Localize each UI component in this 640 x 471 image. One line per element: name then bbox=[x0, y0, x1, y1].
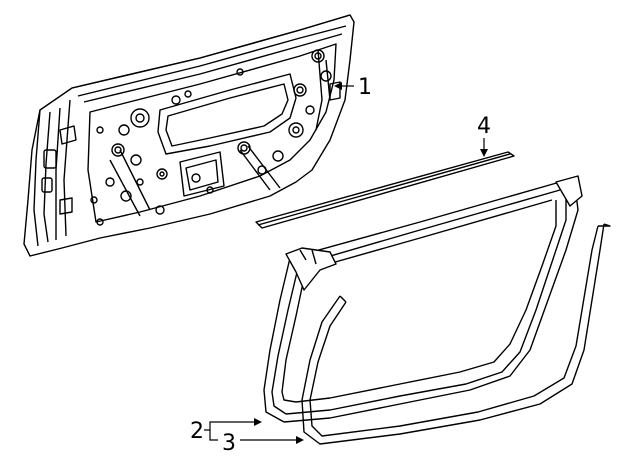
callout-3: 3 bbox=[222, 431, 236, 456]
door-frame-seal bbox=[263, 175, 583, 423]
callout-2: 2 bbox=[190, 419, 204, 444]
body-side-weatherstrip bbox=[301, 223, 611, 445]
callout-leaders bbox=[204, 82, 488, 444]
callout-4: 4 bbox=[477, 114, 491, 139]
door-inner-panel bbox=[23, 14, 355, 257]
callout-1: 1 bbox=[358, 75, 372, 100]
belt-weatherstrip bbox=[255, 151, 515, 229]
